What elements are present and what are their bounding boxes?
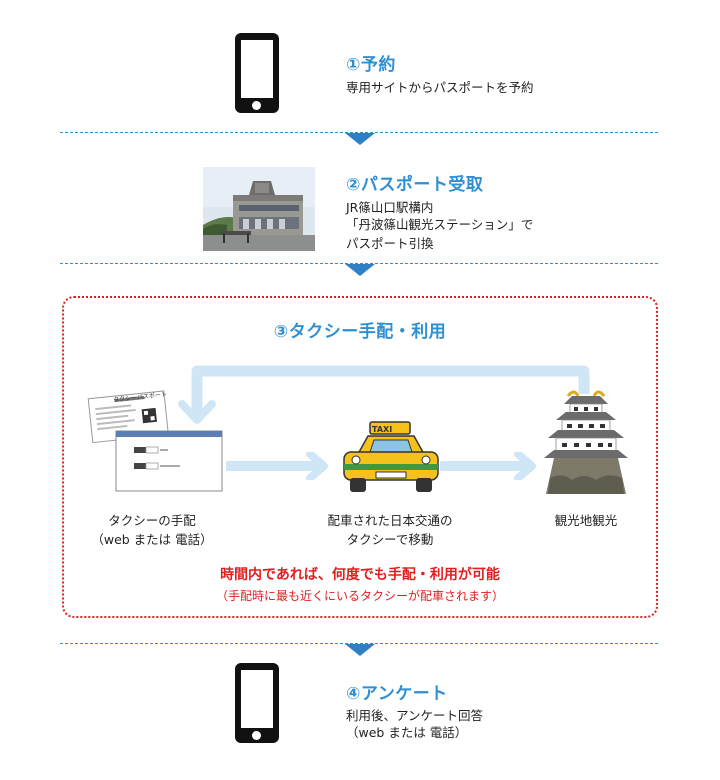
caption-sightseeing: 観光地観光 (554, 513, 618, 528)
passport-card-illustration (86, 389, 226, 493)
step2-text-line2: 「丹波篠山観光ステーション」で (346, 217, 534, 232)
step2-title: ②パスポート受取 (346, 175, 484, 195)
castle-illustration (542, 388, 630, 496)
taxi-sign: TAXI (372, 425, 393, 434)
down-arrow-icon (345, 264, 375, 276)
smartphone-icon (235, 663, 279, 743)
step4-title: ④アンケート (346, 684, 448, 704)
taxi-illustration (340, 420, 442, 496)
usage-subnote: （手配時に最も近くにいるタクシーが配車されます） (215, 589, 504, 603)
step3-title: ③タクシー手配・利用 (273, 322, 447, 342)
divider (60, 643, 658, 644)
step2-text-line3: パスポート引換 (346, 236, 434, 251)
smartphone-icon (235, 33, 279, 113)
step4-text-line1: 利用後、アンケート回答 (346, 708, 484, 723)
step1-title: ①予約 (346, 55, 396, 75)
taxi-usage-box (62, 296, 658, 618)
caption-taxi-ride-line2: タクシーで移動 (346, 532, 434, 547)
step1-text: 専用サイトからパスポートを予約 (346, 80, 534, 95)
station-building-photo (203, 167, 315, 251)
step4-text-line2: （web または 電話） (346, 725, 468, 740)
divider (60, 263, 658, 264)
down-arrow-icon (345, 133, 375, 145)
right-arrow-icon (226, 452, 328, 480)
usage-note: 時間内であれば、何度でも手配・利用が可能 (220, 567, 500, 583)
right-arrow-icon (440, 452, 536, 480)
divider (60, 132, 658, 133)
step2-text-line1: JR篠山口駅構内 (346, 200, 434, 215)
caption-taxi-arrangement-line2: （web または 電話） (91, 532, 213, 547)
caption-taxi-ride-line1: 配車された日本交通の (327, 513, 453, 528)
down-arrow-icon (345, 644, 375, 656)
caption-taxi-arrangement-line1: タクシーの手配 (108, 513, 196, 528)
